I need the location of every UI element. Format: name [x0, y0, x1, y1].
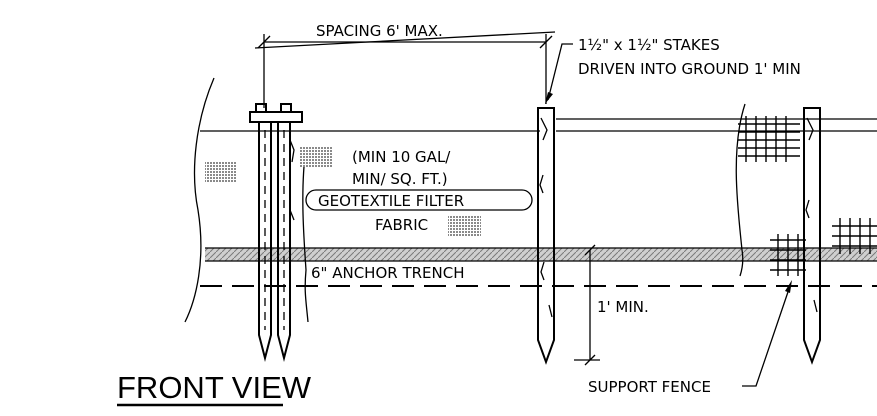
support-fence-leader-arrow: [785, 280, 792, 293]
spacing-dimension: [254, 31, 556, 108]
joined-stakes-left: [249, 103, 303, 362]
geotextile-label: GEOTEXTILE FILTER: [318, 192, 464, 210]
stake-middle: [537, 107, 555, 365]
view-title: FRONT VIEW: [117, 370, 312, 405]
support-fence-grid-right: [832, 218, 877, 254]
geotextile-label-box: [305, 189, 533, 211]
stakes-leader-arrow: [545, 92, 553, 104]
stakes-label-line1: 1½" x 1½" STAKES: [578, 36, 720, 54]
fabric-patch-1: [205, 161, 236, 182]
flow-rate-line1: (MIN 10 GAL/: [352, 148, 451, 166]
depth-label: 1' MIN.: [597, 298, 649, 316]
flow-rate-line2: MIN/ SQ. FT.): [352, 170, 448, 188]
support-fence-grid-upper: [738, 116, 800, 162]
anchor-trench-label: 6" ANCHOR TRENCH: [311, 264, 464, 282]
break-line-inner-left: [302, 147, 309, 323]
support-fence-label: SUPPORT FENCE: [588, 378, 711, 396]
spacing-label: SPACING 6' MAX.: [316, 22, 443, 40]
fabric-patch-2: [300, 146, 333, 167]
break-line-right: [735, 103, 746, 277]
fabric-patch-3: [448, 215, 481, 236]
stakes-leader: [547, 43, 573, 101]
support-fence-grid-lower: [770, 234, 806, 276]
fabric-label: FABRIC: [375, 216, 428, 234]
depth-dimension: [574, 244, 600, 366]
break-line-left: [184, 77, 215, 323]
ground-hatch-band: [205, 248, 877, 261]
support-fence-leader: [742, 285, 791, 387]
stakes-label-line2: DRIVEN INTO GROUND 1' MIN: [578, 60, 801, 78]
stake-right: [803, 107, 821, 365]
